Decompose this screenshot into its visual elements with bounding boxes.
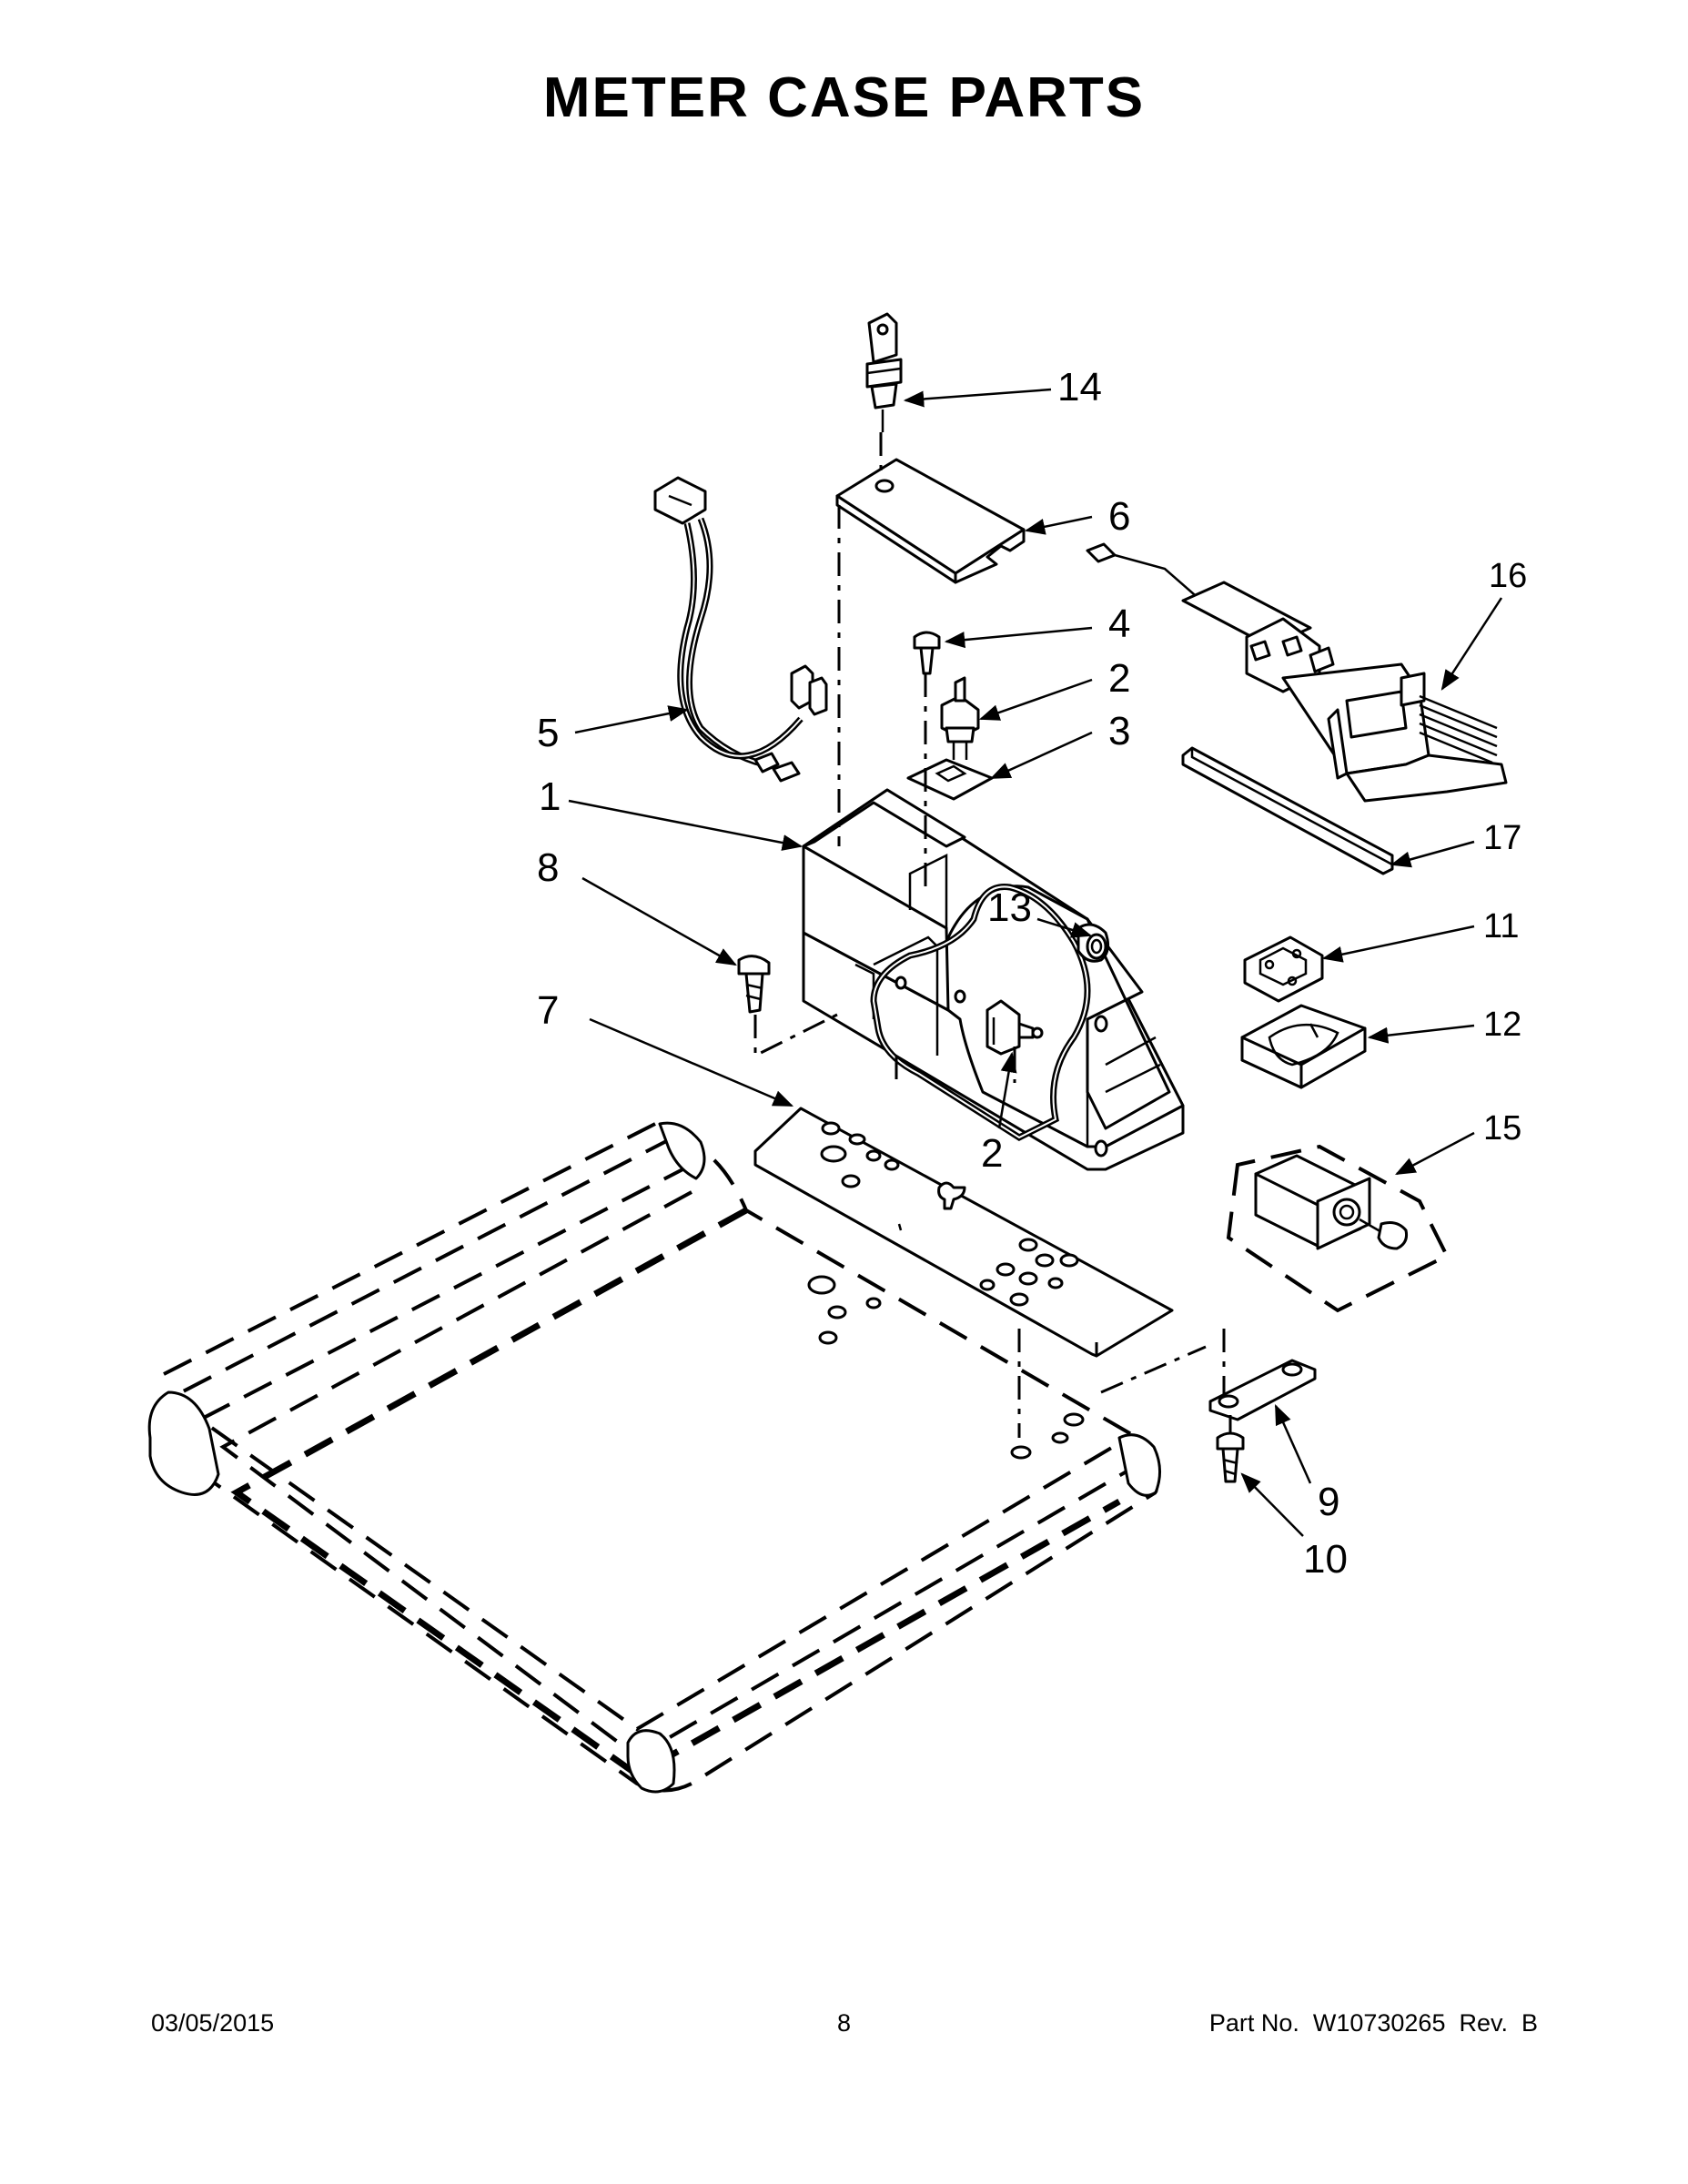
- assembly-centerlines: [753, 432, 1232, 1438]
- leader-lines: [568, 388, 1503, 1537]
- callout-2-lower: 2: [981, 1131, 1003, 1176]
- callout-12: 12: [1483, 1006, 1521, 1044]
- part-9-bracket: [1208, 1359, 1317, 1421]
- part-16-coin-assembly: [1086, 542, 1508, 803]
- part-1-meter-case: [802, 788, 1185, 1171]
- callout-10: 10: [1303, 1537, 1348, 1582]
- callout-15: 15: [1483, 1109, 1521, 1148]
- callout-labels: 14 6 16 4 2 3 5 1 8 13 17 11 7 12 2 15 9…: [537, 365, 1527, 1582]
- callout-7: 7: [537, 988, 559, 1033]
- part-11-gasket: [1243, 935, 1324, 1003]
- callout-17: 17: [1483, 819, 1521, 857]
- callout-9: 9: [1318, 1480, 1339, 1524]
- part-10-screw: [1216, 1431, 1245, 1483]
- callout-4: 4: [1108, 602, 1130, 646]
- footer-page-number: 8: [836, 2009, 852, 2037]
- callout-16: 16: [1489, 557, 1527, 595]
- page-title: METER CASE PARTS: [542, 66, 1146, 129]
- callout-11: 11: [1483, 907, 1519, 945]
- part-5-wire-harness: [653, 476, 828, 783]
- part-13-grommet: [1076, 923, 1110, 963]
- part-14-lock: [865, 312, 903, 432]
- part-12-coin-box: [1240, 1004, 1367, 1089]
- part-8-screw: [737, 955, 771, 1014]
- callout-1: 1: [539, 774, 561, 819]
- callout-14: 14: [1057, 365, 1102, 410]
- part-2-upper-switch: [940, 676, 980, 760]
- callout-13: 13: [987, 885, 1032, 930]
- part-17-bar: [1181, 746, 1394, 875]
- footer-part-number: Part No. W10730265 Rev. B: [1208, 2009, 1538, 2037]
- part-7-mounting-plate: [753, 1107, 1174, 1358]
- footer-date: 03/05/2015: [151, 2009, 275, 2037]
- part-4-screw: [913, 631, 941, 675]
- part-3-gasket: [906, 758, 994, 801]
- callout-3: 3: [1108, 709, 1130, 753]
- callout-6: 6: [1108, 494, 1130, 539]
- callout-5: 5: [537, 711, 559, 755]
- part-6-lid: [835, 458, 1026, 584]
- washer-top-frame: [147, 1121, 1161, 1794]
- callout-8: 8: [537, 845, 559, 890]
- callout-2-upper: 2: [1108, 656, 1130, 701]
- part-15-solenoid: [1226, 1144, 1450, 1313]
- part-2-lower-switch: [986, 999, 1044, 1056]
